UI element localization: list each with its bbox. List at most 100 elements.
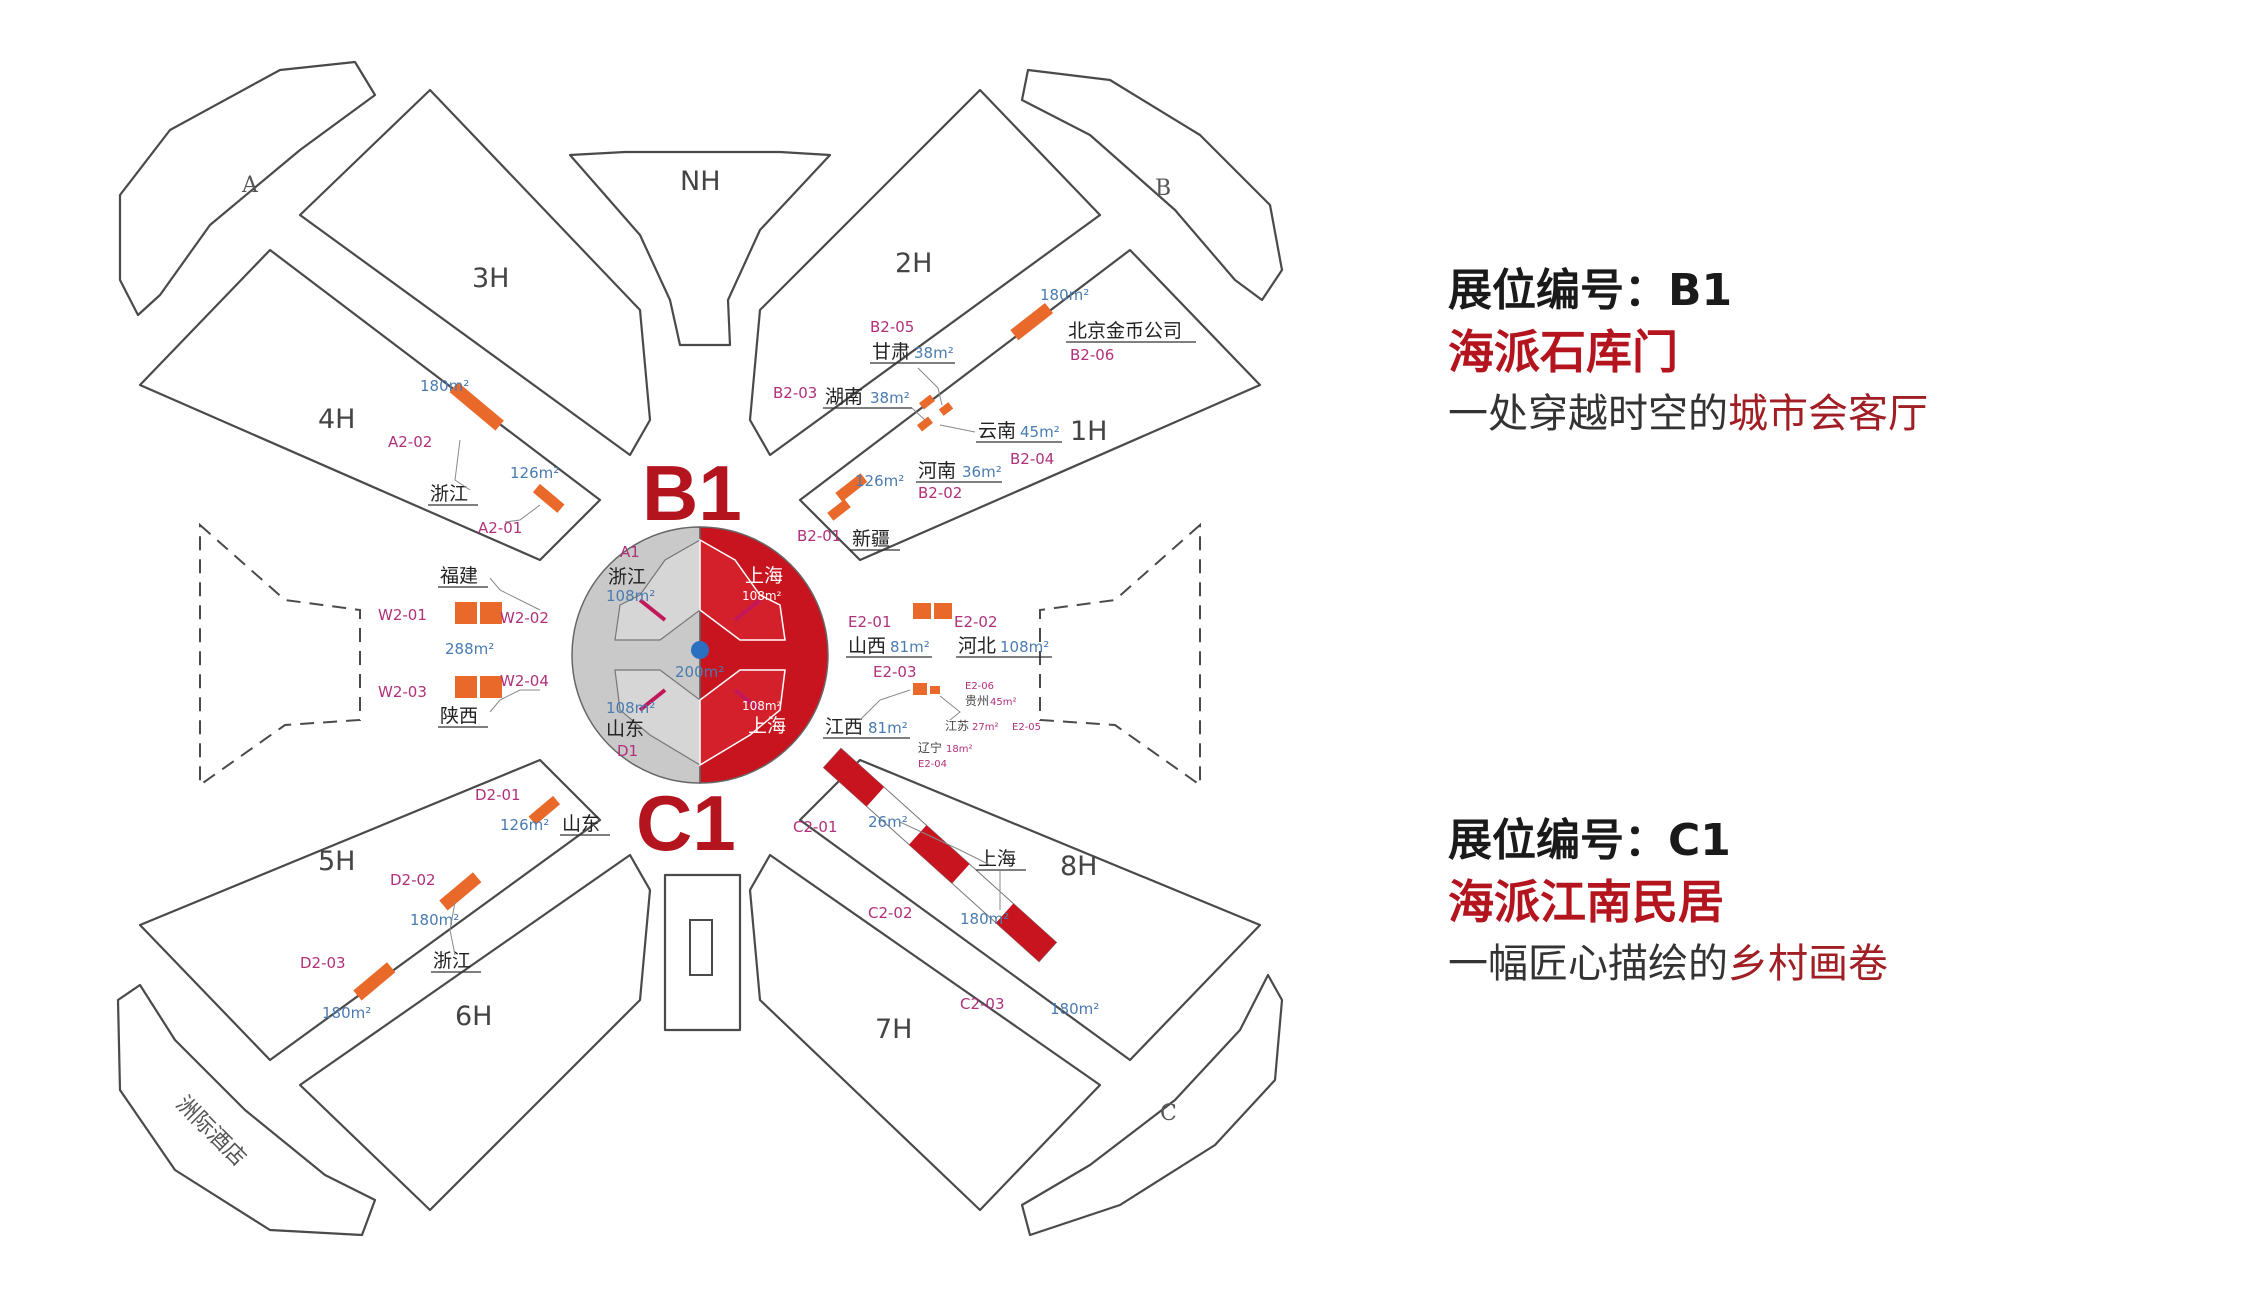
- booth-a2-01: [532, 483, 565, 513]
- hub-center-dot: [691, 641, 709, 659]
- booth-w2-04: [480, 676, 502, 698]
- hub-marker-b1: [733, 598, 762, 622]
- hall-west-outline: [199, 522, 361, 787]
- label-w2-04: W2-04: [500, 672, 549, 690]
- label-e-sx: 山西: [848, 635, 886, 657]
- hub-b1-area: 108m²: [742, 589, 782, 603]
- label-b2-06: B2-06: [1070, 346, 1114, 364]
- label-d-zj: 浙江: [433, 950, 471, 972]
- building-b-label: B: [1155, 176, 1171, 201]
- hall-2h-outline: [748, 88, 1102, 457]
- hall-7h-outline: [748, 853, 1102, 1212]
- hub-sector-c1: [699, 669, 786, 767]
- label-b2-01: B2-01: [797, 527, 841, 545]
- label-b-yn-area: 45m²: [1020, 423, 1060, 441]
- label-b-126: 126m²: [855, 472, 904, 490]
- leader-d2-02: [449, 901, 456, 956]
- label-c-180a: 180m²: [960, 910, 1009, 928]
- panel-c1: 展位编号：C1 海派江南民居 一幅匠心描绘的乡村画卷: [1448, 812, 2208, 994]
- building-a-label: A: [241, 173, 259, 198]
- hub-c1-area: 108m²: [742, 699, 782, 713]
- label-w-288: 288m²: [445, 640, 494, 658]
- label-e-jx-area: 81m²: [868, 719, 908, 737]
- label-c2-03: C2-03: [960, 995, 1005, 1013]
- label-d-sd: 山东: [562, 813, 600, 835]
- exhibition-floor-map: A B C 洲际酒店 NH 1H 2H 3H 4H 5H 6H 7H 8H B1…: [116, 60, 1284, 1237]
- booth-d2-02: [439, 872, 482, 911]
- panel-b1-desc-accent: 城市会客厅: [1728, 391, 1928, 437]
- panel-c1-desc-plain: 一幅匠心描绘的: [1448, 941, 1728, 987]
- booth-b2-02: [835, 473, 868, 502]
- hall-5h-outline: [138, 758, 602, 1062]
- booth-b2-03: [919, 394, 935, 410]
- label-e-gz: 贵州: [965, 694, 989, 708]
- hall-nh-outline: [568, 150, 832, 347]
- label-a-zj: 浙江: [430, 483, 468, 505]
- hub-sector-b1: [699, 538, 786, 641]
- label-d2-02: D2-02: [390, 871, 436, 889]
- panel-b1-name: 海派石库门: [1448, 325, 1678, 379]
- hub-c1-prov: 上海: [748, 715, 786, 737]
- booth-b2-05: [938, 402, 954, 416]
- label-d-180b: 180m²: [322, 1004, 371, 1022]
- leader-b2-03: [911, 407, 926, 421]
- leader-e-jx: [859, 689, 911, 721]
- label-b-gs-area: 38m²: [914, 344, 954, 362]
- panel-c1-title: 展位编号：C1: [1448, 815, 1731, 866]
- label-c-26: 26m²: [868, 813, 908, 831]
- corridor-c-stripe: [822, 747, 1058, 963]
- label-e-gz-area: 45m²: [990, 697, 1016, 708]
- hotel-outline: [116, 983, 377, 1237]
- label-b2-02: B2-02: [918, 484, 962, 502]
- hall-7h-label: 7H: [875, 1014, 912, 1045]
- label-d2-03: D2-03: [300, 954, 346, 972]
- label-b2-03: B2-03: [773, 384, 817, 402]
- booth-b2-06: [1010, 302, 1054, 341]
- label-w2-03: W2-03: [378, 683, 427, 701]
- building-b-outline: [1020, 68, 1284, 302]
- hub-marker-d1: [638, 688, 667, 712]
- label-e-hb-area: 108m²: [1000, 638, 1049, 656]
- hall-east-outline: [1039, 522, 1201, 787]
- building-c-label: C: [1160, 1101, 1177, 1126]
- label-e-js-area: 27m²: [972, 722, 998, 733]
- hub-marker-c1: [733, 688, 762, 712]
- hall-3h-outline: [298, 88, 652, 457]
- central-hub: [571, 526, 829, 784]
- label-d-126: 126m²: [500, 816, 549, 834]
- label-d2-01: D2-01: [475, 786, 521, 804]
- building-a-outline: [118, 60, 377, 317]
- hall-8h-label: 8H: [1060, 851, 1097, 882]
- booth-b2-01: [827, 499, 851, 521]
- booth-c2-03: [995, 903, 1057, 962]
- hub-a1-prov: 浙江: [608, 566, 646, 588]
- hub-area-label: 200m²: [675, 663, 724, 681]
- big-c1-label: C1: [636, 779, 736, 867]
- leader-w-bottom: [489, 689, 540, 713]
- label-c2-02: C2-02: [868, 904, 913, 922]
- panel-b1: 展位编号：B1 海派石库门 一处穿越时空的城市会客厅: [1448, 262, 2208, 444]
- hall-nh-label: NH: [680, 166, 721, 197]
- booth-w2-01: [455, 602, 477, 624]
- label-e2-03: E2-03: [873, 663, 917, 681]
- label-e2-06: E2-06: [965, 681, 994, 692]
- hall-4h-label: 4H: [318, 404, 355, 435]
- label-b-hn: 湖南: [825, 386, 863, 408]
- booth-c2-01: [823, 748, 885, 807]
- label-a-180: 180m²: [420, 377, 469, 395]
- panel-b1-title: 展位编号：B1: [1448, 265, 1733, 316]
- booth-w2-02: [480, 602, 502, 624]
- leader-b2-05: [917, 367, 943, 406]
- leader-c-sh: [899, 821, 991, 866]
- booth-e2-02b: [934, 603, 952, 619]
- booth-e2-06: [930, 686, 940, 694]
- panel-b1-desc: 一处穿越时空的城市会客厅: [1448, 384, 2208, 444]
- label-b-gs: 甘肃: [872, 341, 910, 363]
- booth-a2-02: [449, 382, 504, 431]
- hall-5h-label: 5H: [318, 846, 355, 877]
- hub-d1-area: 108m²: [606, 699, 655, 717]
- hall-1h-outline: [798, 248, 1262, 562]
- label-a2-01: A2-01: [478, 519, 522, 537]
- label-a-126: 126m²: [510, 464, 559, 482]
- hall-6h-label: 6H: [455, 1001, 492, 1032]
